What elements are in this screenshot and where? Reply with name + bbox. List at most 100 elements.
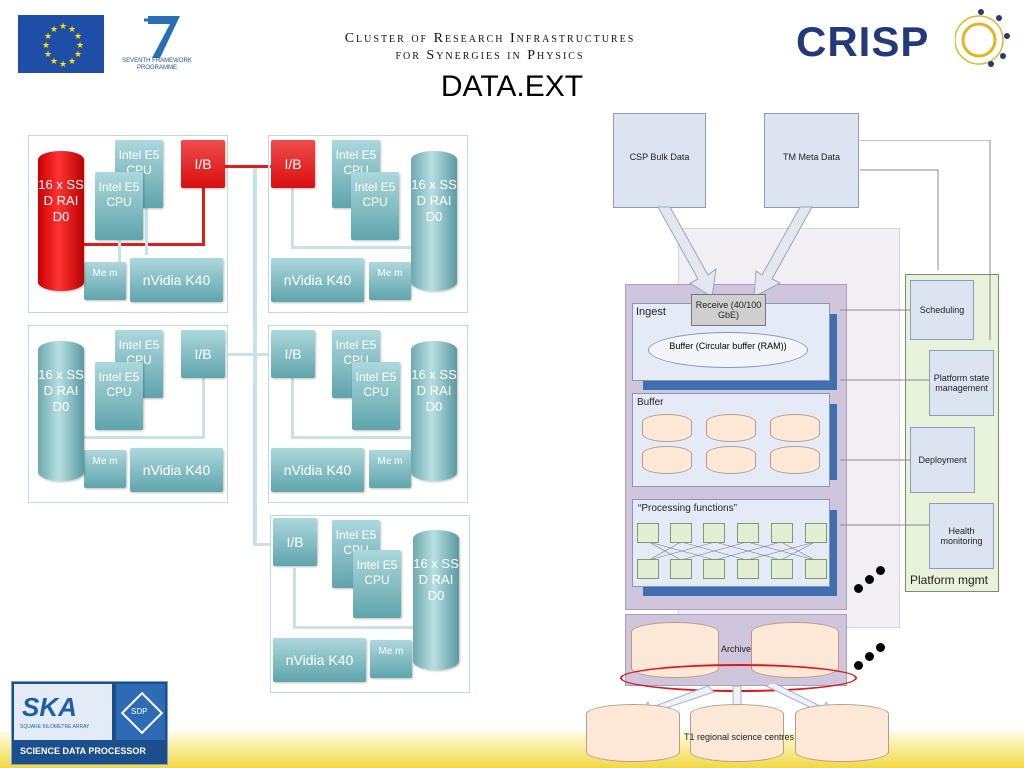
link-line: [202, 378, 205, 438]
ssd-raid-array: 16 x SS D RAI D0: [413, 530, 459, 670]
process-node: [771, 523, 793, 543]
link-line: [293, 626, 415, 629]
processing-label: “Processing functions”: [638, 503, 737, 514]
ellipsis-dot: [865, 652, 874, 661]
process-node: [737, 559, 759, 579]
buffer-ellipse: Buffer (Circular buffer (RAM)): [648, 332, 808, 368]
processing-network: [648, 541, 816, 561]
processing-panel: [632, 499, 830, 587]
ellipsis-dot: [854, 661, 863, 670]
link-line: [291, 188, 294, 248]
buffer-disk: [642, 446, 692, 474]
health-monitoring-box: Health monitoring: [929, 503, 994, 569]
ska-sdp-logo: SKA SQUARE KILOMETRE ARRAY SDP SCIENCE D…: [11, 681, 168, 765]
svg-text:★: ★: [44, 31, 52, 41]
svg-text:★: ★: [74, 49, 82, 59]
link-line: [225, 353, 270, 356]
link-line: [118, 232, 121, 262]
process-node: [771, 559, 793, 579]
gpu-k40: nVidia K40: [130, 448, 223, 492]
svg-text:★: ★: [42, 40, 50, 50]
buffer-disk: [706, 414, 756, 442]
tm-meta-data-box: TM Meta Data: [764, 113, 859, 208]
archive-label: Archive: [721, 644, 752, 654]
link-line: [82, 436, 204, 439]
svg-text:★: ★: [76, 40, 84, 50]
platform-mgmt-label: Platform mgmt: [910, 573, 989, 587]
buffer-label: Buffer: [637, 397, 664, 408]
link-line: [293, 568, 296, 628]
header-subtitle-line2: for Synergies in Physics: [395, 48, 585, 63]
sdp-badge-panel: SDP: [116, 684, 165, 740]
process-node: [737, 523, 759, 543]
ib-switch: I/B: [271, 140, 315, 188]
crisp-logo: CRISP: [796, 18, 930, 65]
csp-bulk-data-box: CSP Bulk Data: [613, 113, 706, 208]
receive-box: Receive (40/100 GbE): [691, 294, 766, 326]
regional-centre-disk: [690, 704, 784, 762]
cpu-front: Intel E5 CPU: [351, 172, 399, 240]
fp7-logo: SEVENTH FRAMEWORK PROGRAMME: [120, 14, 194, 76]
process-node: [637, 559, 659, 579]
ska-logo-panel: SKA SQUARE KILOMETRE ARRAY: [14, 684, 112, 740]
red-link: [82, 243, 204, 246]
link-line: [145, 205, 148, 255]
fp7-label: SEVENTH FRAMEWORK PROGRAMME: [122, 58, 192, 71]
gpu-k40: nVidia K40: [130, 258, 223, 302]
ib-switch: I/B: [181, 330, 225, 378]
ssd-raid-array: 16 x SS D RAI D0: [38, 341, 84, 481]
memory-module: Me m: [369, 450, 411, 488]
buffer-disk: [706, 446, 756, 474]
svg-text:★: ★: [59, 21, 67, 31]
link-line: [291, 378, 294, 438]
process-node: [805, 559, 827, 579]
svg-text:★: ★: [50, 24, 58, 34]
platform-state-box: Platform state management: [929, 350, 994, 416]
buffer-disk: [642, 414, 692, 442]
ellipsis-dot: [865, 575, 874, 584]
ssd-raid-array: 16 x SS D RAI D0: [411, 341, 457, 481]
header-subtitle-line1: Cluster of Research Infrastructures: [344, 31, 636, 46]
ellipsis-dot: [876, 643, 885, 652]
ib-switch: I/B: [181, 140, 225, 188]
gpu-k40: nVidia K40: [271, 258, 364, 302]
eu-flag-logo: ★★★ ★★★ ★★★ ★★★: [18, 15, 104, 73]
process-node: [670, 559, 692, 579]
link-line: [291, 246, 413, 249]
ingest-label: Ingest: [636, 306, 666, 318]
sdp-badge-label: SDP: [131, 707, 148, 716]
svg-text:★: ★: [59, 59, 67, 69]
buffer-disk: [770, 446, 820, 474]
process-node: [670, 523, 692, 543]
ingest-arrows: [657, 206, 813, 298]
ellipsis-dot: [876, 566, 885, 575]
memory-module: Me m: [84, 262, 126, 300]
ib-switch: I/B: [271, 330, 315, 378]
ssd-raid-array: 16 x SS D RAI D0: [411, 151, 457, 291]
ska-logo-text: SKA: [22, 692, 77, 722]
crisp-orbit-icon: [954, 6, 1013, 70]
svg-text:★: ★: [74, 31, 82, 41]
svg-text:★: ★: [50, 56, 58, 66]
process-node: [805, 523, 827, 543]
svg-text:★: ★: [44, 49, 52, 59]
link-line: [253, 543, 273, 546]
cpu-front: Intel E5 CPU: [353, 550, 401, 618]
process-node: [637, 523, 659, 543]
regional-centre-disk: [795, 704, 889, 762]
svg-text:★: ★: [68, 56, 76, 66]
red-link: [202, 188, 205, 246]
regional-centres-label: T1 regional science centres: [684, 732, 795, 742]
ib-switch: I/B: [273, 518, 317, 566]
mgmt-connectors: [840, 140, 991, 526]
deployment-box: Deployment: [910, 427, 975, 493]
memory-module: Me m: [84, 450, 126, 488]
regional-centre-disk: [586, 704, 680, 762]
ska-tagline: SQUARE KILOMETRE ARRAY: [20, 724, 90, 730]
memory-module: Me m: [370, 640, 412, 678]
memory-module: Me m: [369, 262, 411, 300]
gpu-k40: nVidia K40: [273, 638, 366, 682]
cpu-front: Intel E5 CPU: [95, 362, 143, 430]
gpu-k40: nVidia K40: [271, 448, 364, 492]
buffer-disk: [770, 414, 820, 442]
